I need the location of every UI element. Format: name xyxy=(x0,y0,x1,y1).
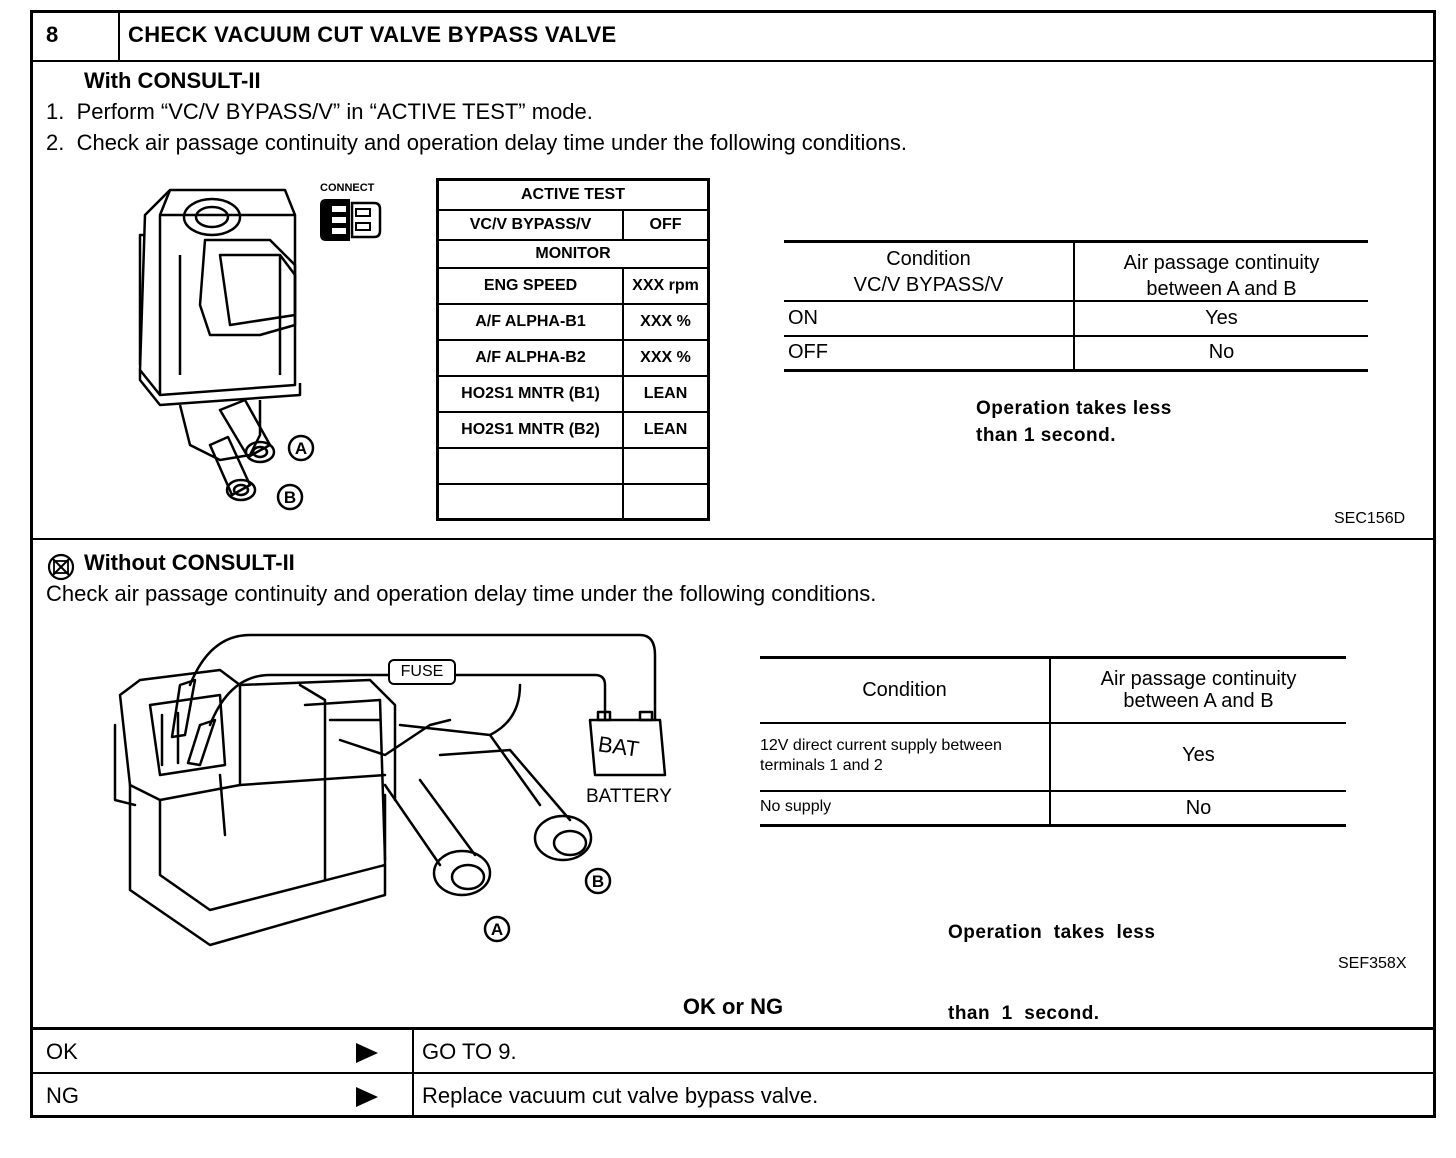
result-column-divider xyxy=(412,1028,414,1116)
without-consult-heading: Without CONSULT-II xyxy=(84,550,295,575)
continuity-yes: Yes xyxy=(1205,307,1238,329)
monitor-item: A/F ALPHA-B1 xyxy=(436,302,624,341)
result-ng-label: NG xyxy=(46,1083,79,1108)
operation-note-direct: Operation takes less than 1 second. xyxy=(948,865,1155,1054)
condition-on: ON xyxy=(788,307,818,329)
operation-note-consult: Operation takes less than 1 second. xyxy=(976,395,1172,449)
condition-table-direct: Condition Air passage continuity between… xyxy=(760,656,1346,828)
condition-header: Condition xyxy=(862,679,947,701)
continuity-header-line-1: Air passage continuity xyxy=(1123,252,1320,274)
figure-code-sef358x: SEF358X xyxy=(1338,955,1407,972)
svg-text:A: A xyxy=(295,439,307,458)
monitor-item: HO2S1 MNTR (B1) xyxy=(436,374,624,413)
active-test-value: OFF xyxy=(622,208,710,241)
monitor-value: XXX rpm xyxy=(622,266,710,305)
section-divider xyxy=(30,538,1436,540)
without-consult-instruction: Check air passage continuity and operati… xyxy=(46,581,877,606)
result-ng-action: Replace vacuum cut valve bypass valve. xyxy=(422,1083,819,1108)
active-test-title: ACTIVE TEST xyxy=(436,178,710,211)
note-line-1: Operation takes less xyxy=(976,398,1172,419)
no-supply-condition: No supply xyxy=(760,798,832,815)
monitor-value xyxy=(622,446,710,485)
monitor-item: HO2S1 MNTR (B2) xyxy=(436,410,624,449)
arrow-right-icon xyxy=(356,1087,378,1107)
active-test-item: VC/V BYPASS/V xyxy=(436,208,624,241)
with-consult-heading: With CONSULT-II xyxy=(84,68,261,93)
header-divider xyxy=(30,60,1436,62)
arrow-right-icon xyxy=(356,1043,378,1063)
active-test-table: ACTIVE TEST VC/V BYPASS/V OFF MONITOR EN… xyxy=(436,178,710,521)
continuity-header-line-2: between A and B xyxy=(1146,278,1297,300)
fuse-label: FUSE xyxy=(388,659,456,685)
condition-header-line-1: Condition xyxy=(886,248,971,270)
connector-plug-icon xyxy=(320,199,382,241)
step-title: CHECK VACUUM CUT VALVE BYPASS VALVE xyxy=(128,22,617,47)
monitor-item: ENG SPEED xyxy=(436,266,624,305)
vacuum-cut-valve-bypass-valve-illustration xyxy=(138,188,302,502)
consult-step-2: 2. Check air passage continuity and oper… xyxy=(46,130,907,155)
continuity-header-line-2: between A and B xyxy=(1123,690,1274,712)
monitor-title: MONITOR xyxy=(436,238,710,269)
header-step-divider xyxy=(118,10,120,61)
port-a-marker-icon: A xyxy=(483,915,511,943)
port-a-marker-icon: A xyxy=(287,434,315,462)
continuity-header-line-1: Air passage continuity xyxy=(1100,668,1297,690)
svg-text:A: A xyxy=(491,920,503,939)
supply-condition-line-1: 12V direct current supply between xyxy=(760,737,1002,754)
result-title: OK or NG xyxy=(682,994,784,1019)
result-divider-mid xyxy=(30,1072,1436,1074)
battery-label: BATTERY xyxy=(586,786,672,807)
svg-text:B: B xyxy=(284,488,296,507)
note-line-2: than 1 second. xyxy=(976,425,1117,446)
connect-label: CONNECT xyxy=(320,182,375,194)
monitor-item xyxy=(436,482,624,521)
bat-label: BAT xyxy=(596,731,641,762)
port-b-marker-icon: B xyxy=(584,867,612,895)
note-line-1: Operation takes less xyxy=(948,922,1156,943)
note-line-2: than 1 second. xyxy=(948,1003,1100,1024)
continuity-no: No xyxy=(1185,797,1212,819)
port-b-marker-icon: B xyxy=(276,483,304,511)
continuity-yes: Yes xyxy=(1182,744,1215,766)
no-consult-icon xyxy=(47,553,75,581)
condition-table-consult: Condition VC/V BYPASS/V Air passage cont… xyxy=(784,240,1368,372)
continuity-no: No xyxy=(1208,341,1235,363)
condition-off: OFF xyxy=(788,341,828,363)
figure-code-sec156d: SEC156D xyxy=(1334,510,1406,527)
procedure-box xyxy=(30,10,1436,1118)
monitor-value: XXX % xyxy=(622,338,710,377)
monitor-value: LEAN xyxy=(622,374,710,413)
result-ok-action: GO TO 9. xyxy=(422,1039,517,1064)
monitor-value: LEAN xyxy=(622,410,710,449)
svg-text:B: B xyxy=(592,872,604,891)
supply-condition-line-2: terminals 1 and 2 xyxy=(760,757,883,774)
monitor-value xyxy=(622,482,710,521)
monitor-value: XXX % xyxy=(622,302,710,341)
valve-battery-wiring-illustration xyxy=(113,633,667,947)
step-number: 8 xyxy=(46,22,59,47)
consult-step-1: 1. Perform “VC/V BYPASS/V” in “ACTIVE TE… xyxy=(46,99,593,124)
monitor-item: A/F ALPHA-B2 xyxy=(436,338,624,377)
condition-header-line-2: VC/V BYPASS/V xyxy=(853,274,1004,296)
monitor-item xyxy=(436,446,624,485)
result-divider-top xyxy=(30,1027,1436,1030)
result-ok-label: OK xyxy=(46,1039,78,1064)
